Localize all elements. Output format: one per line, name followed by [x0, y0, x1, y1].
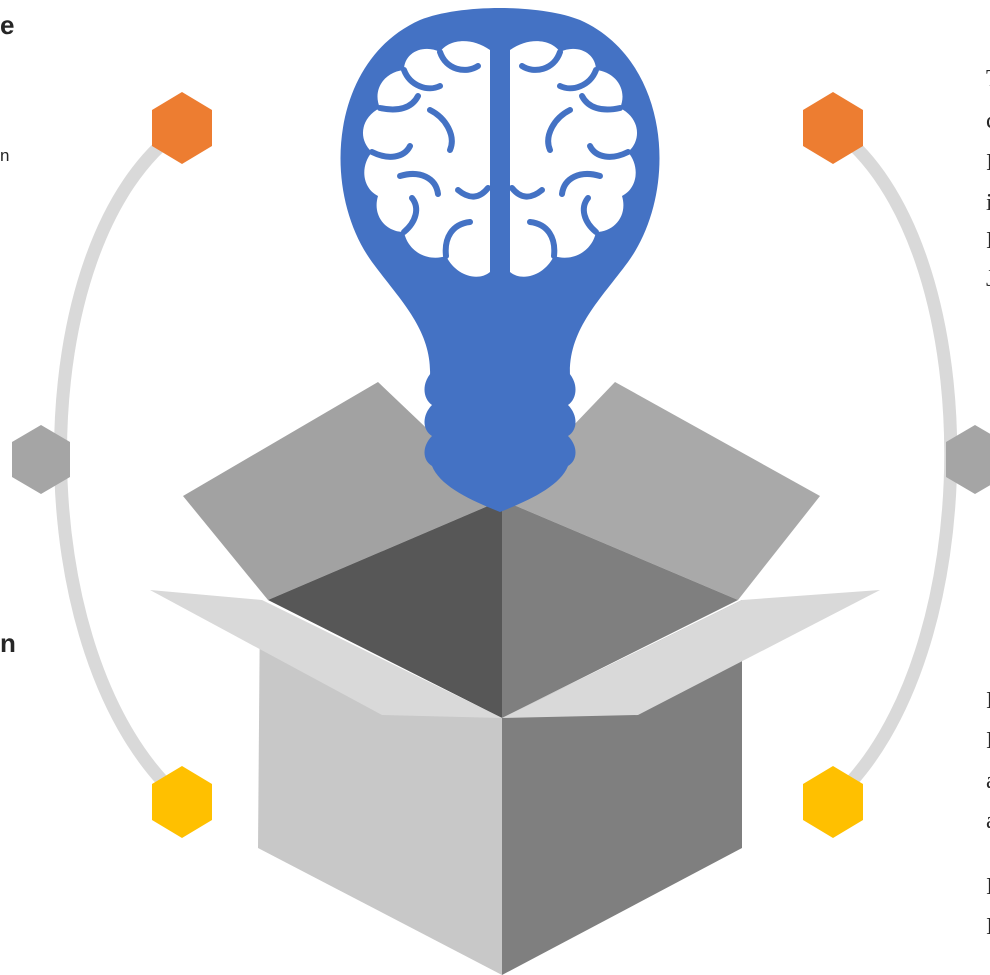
brain-left-hemisphere: [362, 41, 490, 277]
right-bottom-line: I: [986, 874, 990, 901]
box-inner-left: [268, 500, 502, 718]
right-bottom-line: I: [986, 914, 990, 941]
right-top-line: c: [986, 108, 990, 135]
right-top-line: I: [986, 228, 990, 255]
hexagon-yellow-right: [803, 766, 863, 838]
left-bottom-heading-fragment: n: [0, 628, 16, 658]
brain-folds: [369, 49, 631, 259]
hexagon-gray-right: [946, 425, 990, 494]
right-top-line: I: [986, 150, 990, 177]
hexagon-gray-left: [12, 425, 70, 494]
box-back-right-flap: [502, 382, 820, 600]
right-bottom-line: I: [986, 688, 990, 715]
hexagon-orange-left: [152, 92, 212, 164]
box-inner-right: [502, 500, 738, 718]
box-left-flap: [150, 590, 502, 718]
left-top-body-fragment: n: [0, 146, 10, 165]
bulb-screw-base: [424, 372, 576, 512]
right-bottom-line: a: [986, 808, 990, 835]
box-right-flap: [502, 590, 880, 718]
right-top-line: T: [986, 66, 990, 93]
open-box-icon: [150, 382, 880, 975]
box-back-left-flap: [183, 382, 502, 600]
right-arc: [828, 122, 958, 805]
right-top-line: J: [986, 266, 990, 293]
right-bottom-line: a: [986, 768, 990, 795]
left-arc: [54, 122, 187, 805]
right-bottom-line: I: [986, 728, 990, 755]
right-top-line: i: [986, 190, 990, 216]
hexagon-yellow-left: [152, 766, 212, 838]
hexagon-orange-right: [803, 92, 863, 164]
left-top-heading-fragment: e: [0, 10, 15, 40]
brain-right-hemisphere: [510, 41, 638, 277]
lightbulb-brain-icon: [340, 8, 660, 512]
